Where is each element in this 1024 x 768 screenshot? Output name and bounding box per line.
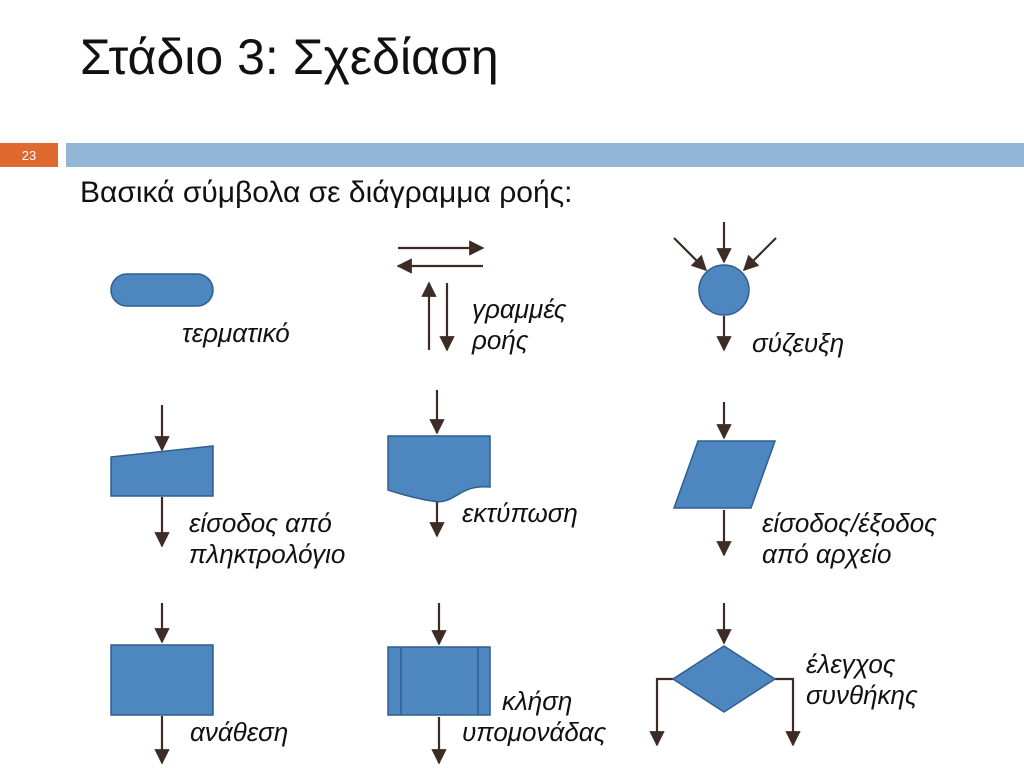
slide-subtitle: Βασικά σύμβολα σε διάγραμμα ροής:: [80, 176, 573, 209]
flow-lines-label: γραμμές ροής: [472, 294, 567, 355]
subroutine-shape: [387, 646, 491, 716]
condition-false-arrow: [775, 677, 801, 747]
slide-title: Στάδιο 3: Σχεδίαση: [80, 29, 499, 85]
print-document-shape: [387, 435, 491, 503]
assignment-shape: [110, 644, 214, 716]
connector-label: σύζευξη: [752, 328, 845, 358]
keyboard-input-label: είσοδος από πληκτρολόγιο: [189, 508, 346, 569]
keyboard-input-shape: [110, 445, 214, 497]
header-bar: [66, 143, 1024, 167]
file-io-shape: [672, 440, 777, 509]
connector-in-arrow-right: [742, 237, 777, 272]
assignment-label: ανάθεση: [190, 717, 289, 747]
subroutine-label: κλήση υπομονάδας: [462, 686, 607, 747]
condition-decision-shape: [671, 645, 777, 713]
condition-label: έλεγχος συνθήκης: [806, 649, 918, 710]
connector-in-arrow-left: [673, 237, 708, 272]
terminal-shape: [110, 273, 214, 307]
file-io-label: είσοδος/έξοδος από αρχείο: [762, 508, 937, 569]
slide-number-badge: 23: [0, 143, 58, 167]
print-label: εκτύπωση: [462, 498, 578, 528]
terminal-label: τερματικό: [182, 318, 290, 348]
condition-true-arrow: [649, 677, 673, 747]
connector-shape: [698, 264, 750, 316]
